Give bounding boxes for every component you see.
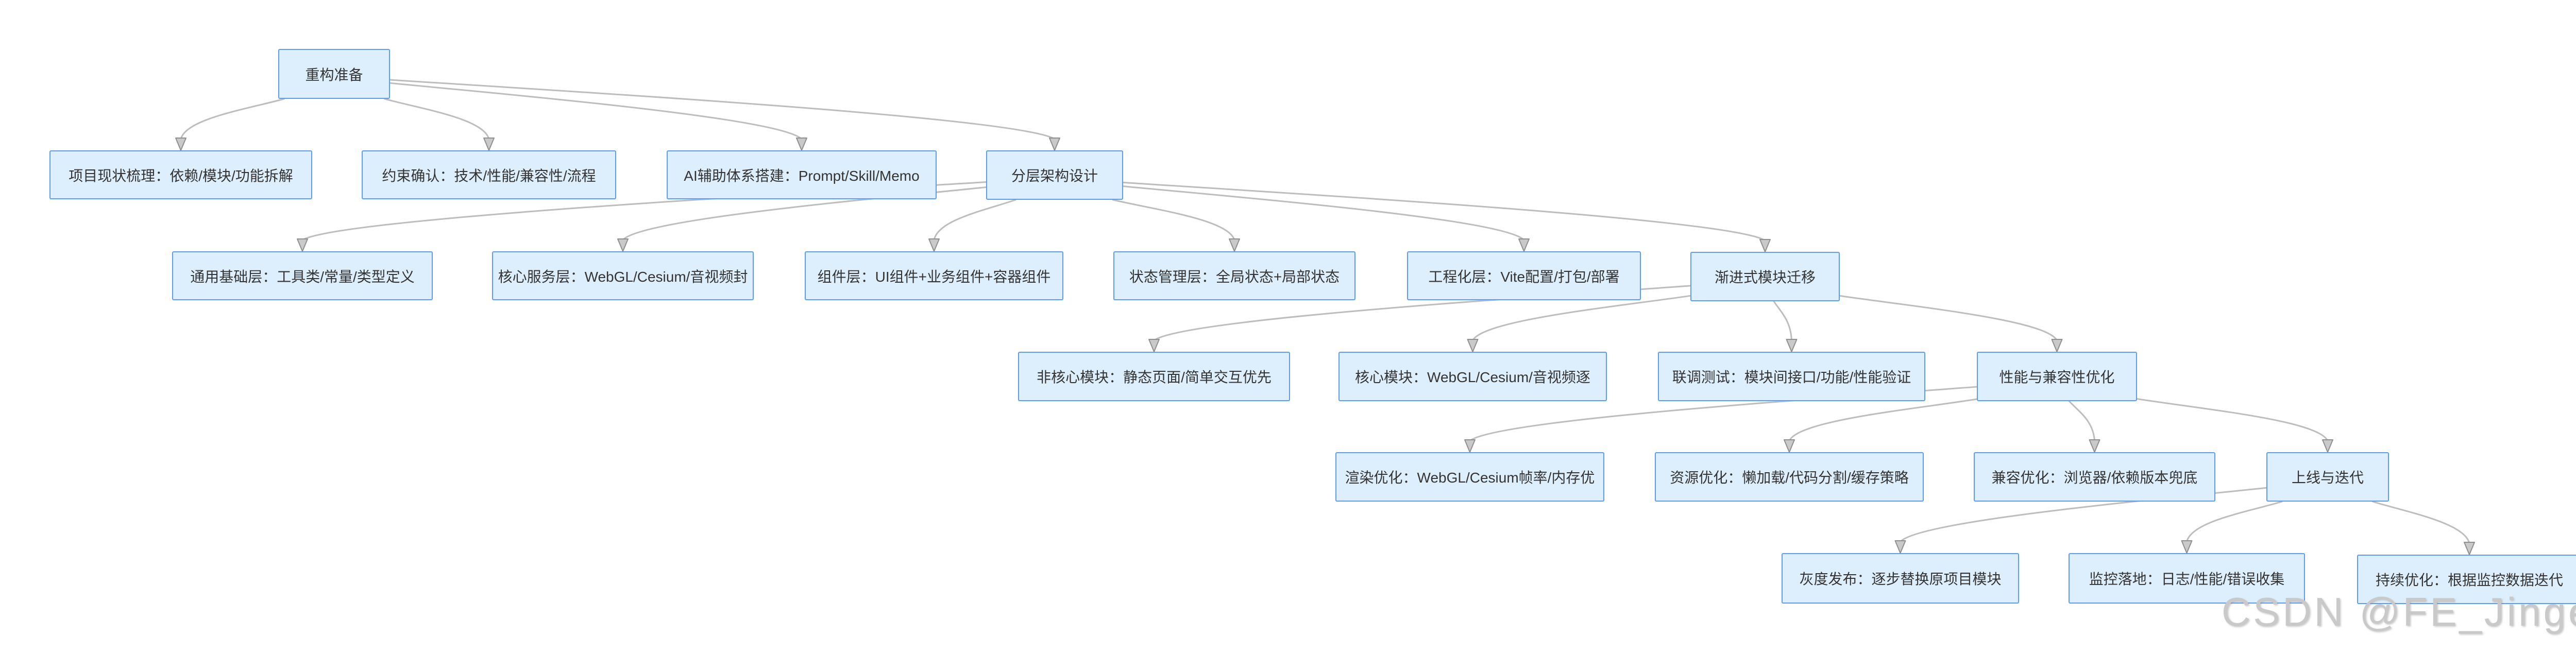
- flow-node-noncore: 非核心模块：静态页面/简单交互优先: [1018, 352, 1290, 401]
- edge-prep-status: [180, 98, 285, 140]
- node-label-gray: 灰度发布：逐步替换原项目模块: [1799, 571, 2002, 587]
- arrowhead-test: [1786, 339, 1798, 352]
- node-label-resource: 资源优化：懒加载/代码分割/缓存策略: [1670, 470, 1909, 486]
- flow-node-component: 组件层：UI组件+业务组件+容器组件: [805, 251, 1063, 300]
- flow-node-status: 项目现状梳理：依赖/模块/功能拆解: [49, 150, 312, 199]
- edge-prep-constraints: [384, 98, 490, 140]
- node-label-component: 组件层：UI组件+业务组件+容器组件: [817, 268, 1051, 285]
- edge-migration-core: [1472, 295, 1691, 341]
- node-label-compat: 兼容优化：浏览器/依赖版本兜底: [1991, 470, 2198, 486]
- edge-perf-resource: [1788, 398, 1978, 442]
- flow-node-core: 核心模块：WebGL/Cesium/音视频逐: [1338, 352, 1607, 401]
- arrowhead-ai: [796, 138, 807, 151]
- arrowhead-core: [1467, 339, 1479, 352]
- arrowhead-component: [928, 238, 940, 252]
- arrowhead-compat: [2089, 439, 2100, 453]
- flow-node-compat: 兼容优化：浏览器/依赖版本兜底: [1974, 452, 2215, 502]
- edge-perf-compat: [2068, 400, 2095, 442]
- arrowhead-resource: [1784, 439, 1795, 453]
- arrowhead-service: [617, 238, 629, 252]
- flow-node-migration: 渐进式模块迁移: [1690, 252, 1840, 301]
- flow-node-launch: 上线与迭代: [2266, 452, 2389, 502]
- flow-node-service: 核心服务层：WebGL/Cesium/音视频封: [492, 251, 754, 300]
- node-label-state: 状态管理层：全局状态+局部状态: [1129, 268, 1340, 285]
- flow-node-test: 联调测试：模块间接口/功能/性能验证: [1658, 352, 1925, 401]
- edge-prep-ai: [389, 82, 803, 140]
- flow-node-arch: 分层架构设计: [986, 150, 1123, 200]
- arrowhead-noncore: [1148, 339, 1160, 352]
- edge-arch-migration: [1122, 181, 1766, 242]
- edge-arch-engineering: [1122, 185, 1525, 241]
- node-label-service: 核心服务层：WebGL/Cesium/音视频封: [498, 268, 748, 285]
- arrowhead-engineering: [1518, 238, 1530, 252]
- node-label-core: 核心模块：WebGL/Cesium/音视频逐: [1355, 369, 1590, 385]
- arrowhead-gray: [1894, 540, 1906, 554]
- flow-node-state: 状态管理层：全局状态+局部状态: [1113, 251, 1355, 300]
- node-label-constraints: 约束确认：技术/性能/兼容性/流程: [382, 167, 596, 184]
- flow-node-monitor: 监控落地：日志/性能/错误收集: [2069, 553, 2305, 604]
- edge-migration-test: [1773, 300, 1792, 341]
- flow-node-render: 渲染优化：WebGL/Cesium帧率/内存优: [1335, 452, 1604, 502]
- edge-launch-monitor: [2186, 501, 2283, 543]
- edge-prep-arch: [389, 79, 1056, 140]
- arrowhead-monitor: [2181, 540, 2193, 554]
- arrowhead-perf: [2051, 339, 2063, 352]
- flow-node-ai: AI辅助体系搭建：Prompt/Skill/Memo: [667, 150, 937, 199]
- flow-node-perf: 性能与兼容性优化: [1977, 352, 2137, 401]
- arrowhead-iterate: [2464, 542, 2475, 555]
- arrowhead-migration: [1759, 239, 1771, 252]
- edge-arch-state: [1112, 199, 1235, 241]
- node-label-migration: 渐进式模块迁移: [1714, 269, 1816, 285]
- node-label-iterate: 持续优化：根据监控数据迭代: [2375, 572, 2563, 588]
- flow-node-iterate: 持续优化：根据监控数据迭代: [2357, 555, 2576, 604]
- edge-migration-perf: [1839, 295, 2058, 341]
- flow-node-engineering: 工程化层：Vite配置/打包/部署: [1407, 251, 1641, 300]
- node-label-render: 渲染优化：WebGL/Cesium帧率/内存优: [1345, 470, 1595, 486]
- node-label-engineering: 工程化层：Vite配置/打包/部署: [1428, 268, 1620, 285]
- node-label-test: 联调测试：模块间接口/功能/性能验证: [1672, 369, 1911, 385]
- node-label-monitor: 监控落地：日志/性能/错误收集: [2089, 571, 2285, 587]
- flow-node-constraints: 约束确认：技术/性能/兼容性/流程: [362, 150, 616, 199]
- node-label-base: 通用基础层：工具类/常量/类型定义: [190, 268, 415, 285]
- edge-perf-launch: [2136, 398, 2329, 442]
- flow-node-prep: 重构准备: [278, 49, 390, 99]
- arrowhead-constraints: [483, 138, 495, 151]
- arrowhead-launch: [2322, 439, 2333, 453]
- node-label-status: 项目现状梳理：依赖/模块/功能拆解: [69, 167, 293, 184]
- edge-launch-iterate: [2371, 501, 2470, 544]
- arrowhead-arch: [1049, 138, 1060, 151]
- arrowhead-status: [175, 138, 187, 151]
- node-label-prep: 重构准备: [305, 66, 363, 83]
- node-label-perf: 性能与兼容性优化: [1999, 369, 2115, 385]
- node-label-ai: AI辅助体系搭建：Prompt/Skill/Memo: [684, 167, 920, 184]
- arrowhead-render: [1464, 439, 1476, 453]
- node-label-noncore: 非核心模块：静态页面/简单交互优先: [1037, 369, 1272, 385]
- flow-node-gray: 灰度发布：逐步替换原项目模块: [1782, 553, 2019, 604]
- flow-node-base: 通用基础层：工具类/常量/类型定义: [172, 251, 433, 300]
- edge-arch-component: [933, 199, 1016, 241]
- arrowhead-base: [297, 238, 308, 252]
- node-label-launch: 上线与迭代: [2291, 470, 2364, 486]
- node-label-arch: 分层架构设计: [1011, 168, 1098, 184]
- flow-node-resource: 资源优化：懒加载/代码分割/缓存策略: [1655, 452, 1924, 502]
- arrowhead-state: [1229, 238, 1240, 252]
